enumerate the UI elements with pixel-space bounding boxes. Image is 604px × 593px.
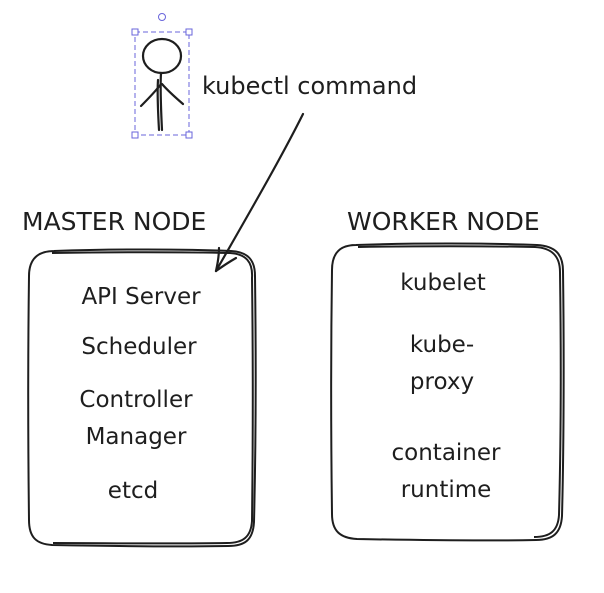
kubectl-command-label[interactable]: kubectl command [202,72,418,100]
worker-node-box[interactable] [330,242,565,542]
stick-figure-icon[interactable] [139,37,185,132]
selection-handles[interactable] [131,13,193,139]
master-item-etcd[interactable]: etcd [107,478,159,504]
master-node-box[interactable] [27,248,257,548]
master-item-scheduler[interactable]: Scheduler [81,334,197,360]
master-item-api-server[interactable]: API Server [81,284,201,310]
master-node-title[interactable]: MASTER NODE [22,207,207,236]
worker-item-kubelet[interactable]: kubelet [400,270,486,296]
worker-item-container-runtime[interactable]: container runtime [391,440,501,503]
master-item-controller-manager[interactable]: Controller Manager [79,387,193,450]
worker-node-title[interactable]: WORKER NODE [347,207,540,236]
worker-item-kube-proxy[interactable]: kube-proxy [409,332,475,395]
command-arrow[interactable] [214,112,305,273]
